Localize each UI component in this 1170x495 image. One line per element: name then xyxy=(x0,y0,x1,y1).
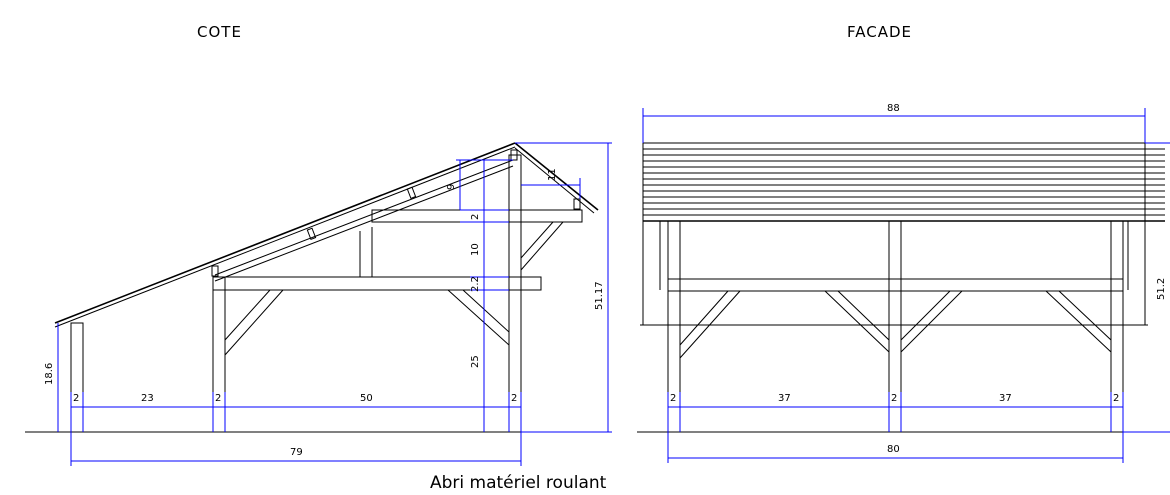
side-span-left: 23 xyxy=(141,393,154,404)
front-post-width-3: 2 xyxy=(1113,393,1119,404)
front-total-width: 80 xyxy=(887,444,900,455)
front-view-title: FACADE xyxy=(847,23,912,41)
front-span-2: 37 xyxy=(999,393,1012,404)
side-overhang: 11 xyxy=(547,168,558,181)
front-braces xyxy=(679,290,1112,359)
side-span-right: 50 xyxy=(360,393,373,404)
drawing-caption: Abri matériel roulant xyxy=(430,473,607,493)
side-post-width-2: 2 xyxy=(215,393,221,404)
side-post-width-1: 2 xyxy=(73,393,79,404)
side-height-2-2: 2.2 xyxy=(470,276,481,292)
front-height: 51.2 xyxy=(1156,278,1167,300)
side-dimensions xyxy=(57,142,612,466)
side-height-10: 10 xyxy=(470,243,481,256)
side-post-width-3: 2 xyxy=(511,393,517,404)
front-beam xyxy=(667,278,1124,292)
side-height-25: 25 xyxy=(470,355,481,368)
front-dimensions xyxy=(642,108,1170,463)
side-posts xyxy=(70,154,522,433)
side-view-title: COTE xyxy=(197,23,242,41)
side-braces xyxy=(224,221,564,356)
side-total-height: 51.17 xyxy=(594,281,605,310)
side-view: 2 23 2 50 2 79 18.6 51.17 25 2.2 10 2 9 … xyxy=(25,142,612,466)
front-underside xyxy=(640,221,1148,326)
front-roof-boards xyxy=(642,142,1165,222)
front-post-width-1: 2 xyxy=(670,393,676,404)
side-height-2: 2 xyxy=(470,214,481,220)
front-posts xyxy=(667,220,1124,433)
side-wall-height: 18.6 xyxy=(44,363,55,385)
front-span-1: 37 xyxy=(778,393,791,404)
side-total-width: 79 xyxy=(290,447,303,458)
side-roof xyxy=(54,142,599,328)
front-view: 88 2 37 2 37 2 80 51.2 xyxy=(637,103,1170,463)
side-height-9: 9 xyxy=(446,184,457,190)
front-roof-width: 88 xyxy=(887,103,900,114)
front-post-width-2: 2 xyxy=(891,393,897,404)
side-beams xyxy=(212,209,583,291)
